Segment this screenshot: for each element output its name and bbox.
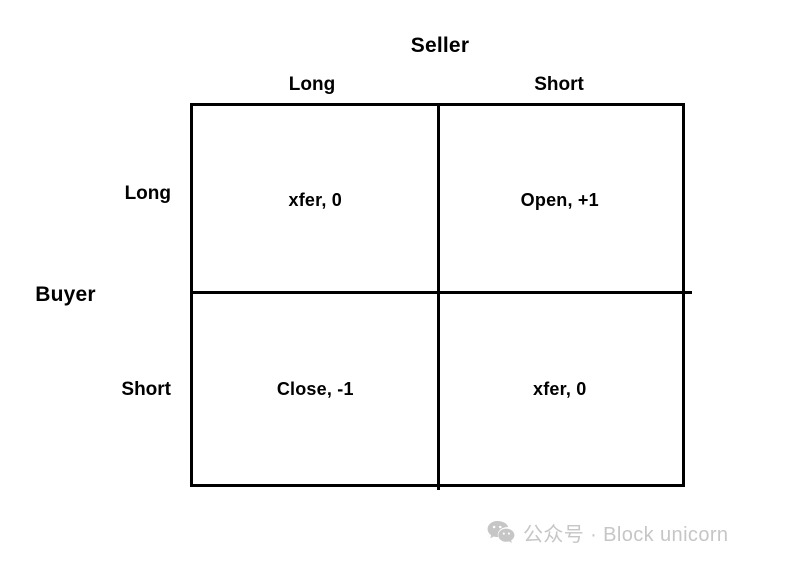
cell-long-long: xfer, 0 [288,190,342,210]
matrix-table: xfer, 0 Open, +1 Close, -1 xfer, 0 [190,103,685,490]
wechat-icon [487,520,515,545]
cell-short-short: xfer, 0 [533,379,587,399]
watermark: 公众号 · Block unicorn [487,518,728,547]
row-header-long: Long [124,183,171,204]
cell-short-long: Close, -1 [276,379,354,399]
cell-long-short: Open, +1 [520,190,599,210]
column-axis-title: Seller [410,34,470,57]
matrix-grid: xfer, 0 Open, +1 Close, -1 xfer, 0 [193,106,682,484]
column-header-short: Short [534,74,584,95]
matrix-horizontal-divider [190,291,692,294]
row-header-short: Short [121,379,171,400]
watermark-text: 公众号 · Block unicorn [523,524,729,546]
row-axis-title: Buyer [35,283,96,306]
column-header-long: Long [288,74,336,95]
matrix-vertical-divider [437,106,440,490]
